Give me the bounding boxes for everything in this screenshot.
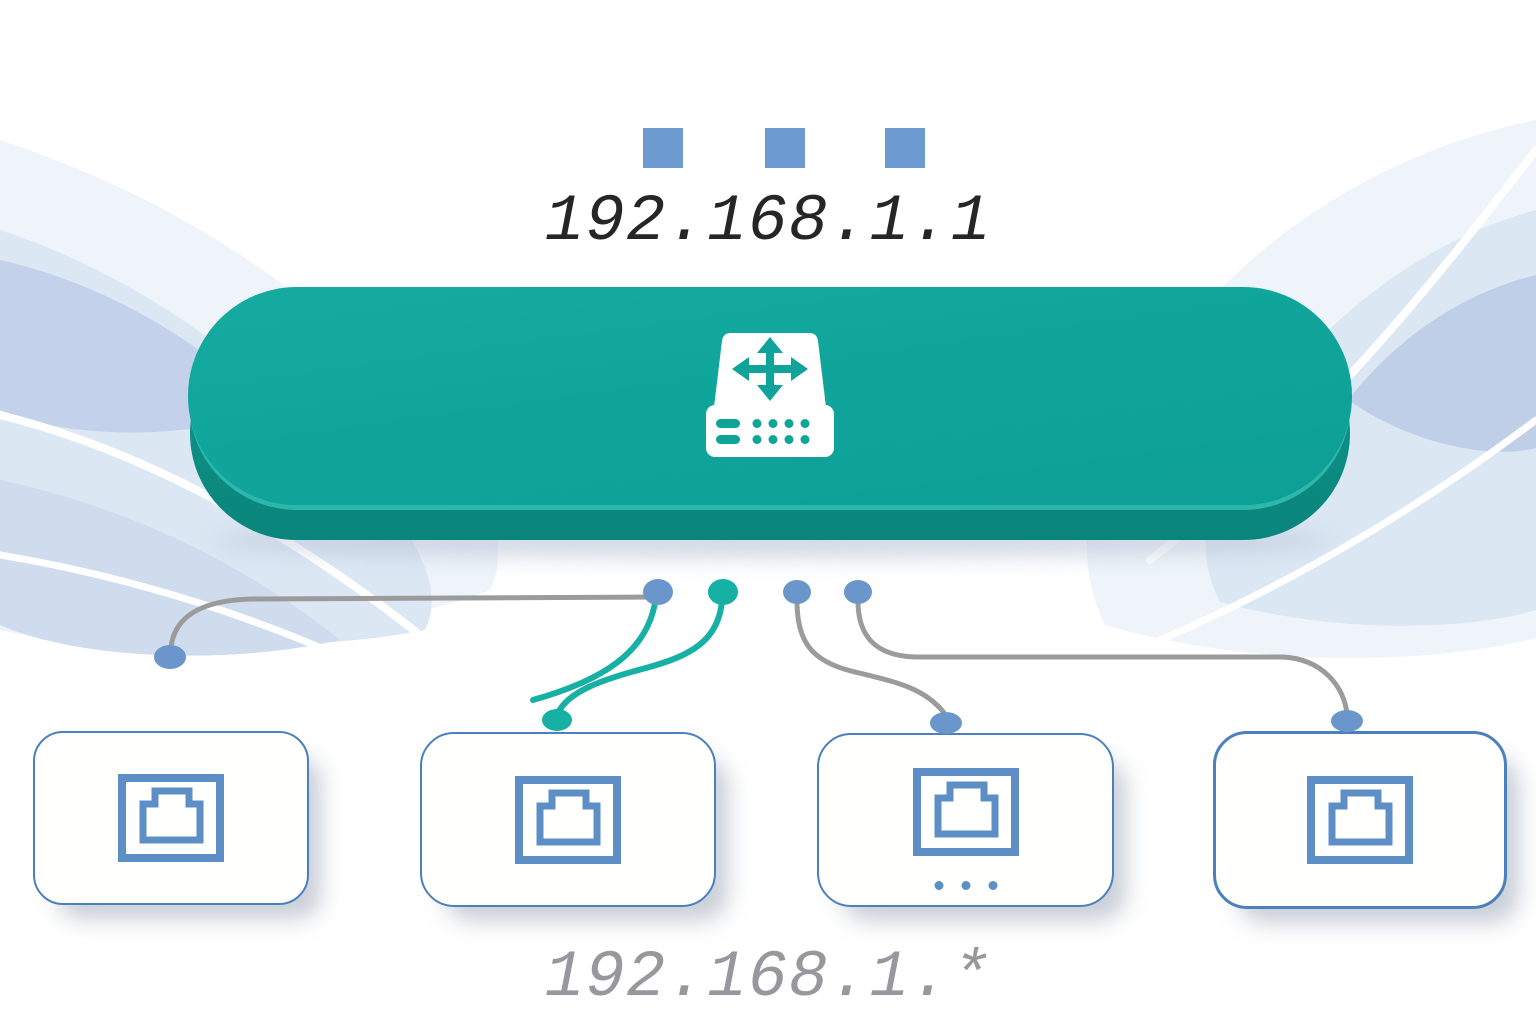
client-box-4 [1213,731,1507,909]
ethernet-port-icon [515,775,621,864]
client-box-3 [817,733,1114,907]
subnet-label: 192.168.1.* [544,940,992,1015]
ethernet-port-icon [1307,776,1413,864]
ethernet-port-icon [912,768,1019,856]
move-arrows-icon [732,337,808,401]
client-box-2 [420,732,716,907]
client-box-1 [33,731,309,905]
switch-ports-leds [716,419,810,444]
router-device [188,287,1352,540]
more-devices-ellipsis-icon [934,881,997,890]
ellipsis-square-icon [885,128,925,168]
ellipsis-square-icon [643,128,683,168]
ellipsis-square-icon [765,128,805,168]
network-switch-icon [706,333,834,457]
gateway-ip-label: 192.168.1.1 [544,184,992,259]
ethernet-port-icon [118,774,224,862]
